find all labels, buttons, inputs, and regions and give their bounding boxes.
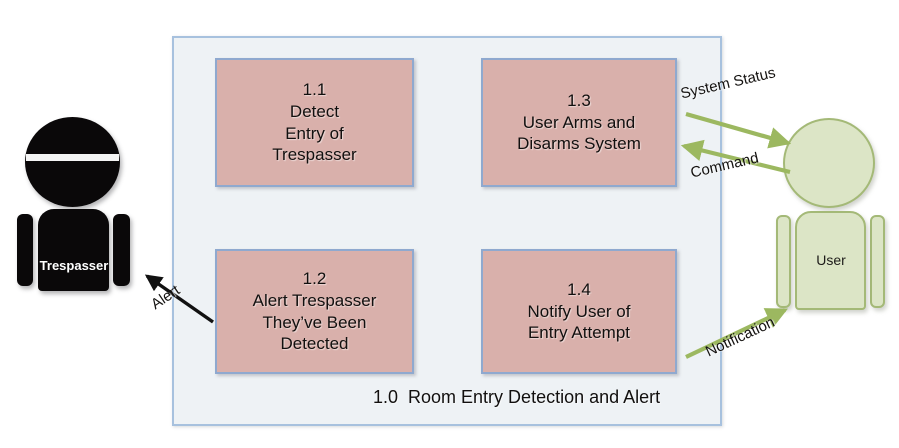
trespasser-label: Trespasser bbox=[39, 258, 109, 273]
user-right-arm-icon bbox=[870, 215, 885, 308]
process-label: Notify User of Entry Attempt bbox=[527, 301, 631, 343]
process-id: 1.4 bbox=[567, 279, 591, 299]
process-id: 1.3 bbox=[567, 90, 591, 110]
process-id: 1.2 bbox=[302, 269, 327, 288]
system-caption: 1.0 Room Entry Detection and Alert bbox=[373, 387, 661, 407]
process-box-1-4[interactable]: 1.4 Notify User of Entry Attempt bbox=[481, 249, 677, 374]
process-label: Alert Trespasser They’ve Been Detected bbox=[252, 290, 377, 354]
user-head-icon bbox=[783, 118, 875, 208]
trespasser-visor-icon bbox=[26, 154, 119, 161]
process-box-1-1[interactable]: 1.1 Detect Entry of Trespasser bbox=[215, 58, 414, 187]
process-id: 1.1 bbox=[302, 80, 327, 99]
user-label: User bbox=[816, 252, 846, 268]
trespasser-body-icon bbox=[38, 209, 109, 291]
process-box-1-2[interactable]: 1.2 Alert Trespasser They’ve Been Detect… bbox=[215, 249, 414, 374]
trespasser-left-arm-icon bbox=[17, 214, 33, 286]
user-body-icon bbox=[795, 211, 866, 310]
process-label: User Arms and Disarms System bbox=[517, 112, 641, 154]
trespasser-right-arm-icon bbox=[113, 214, 130, 286]
trespasser-head-icon bbox=[25, 117, 120, 207]
process-box-1-3[interactable]: 1.3 User Arms and Disarms System bbox=[481, 58, 677, 187]
process-label: Detect Entry of Trespasser bbox=[272, 101, 357, 165]
user-left-arm-icon bbox=[776, 215, 791, 308]
